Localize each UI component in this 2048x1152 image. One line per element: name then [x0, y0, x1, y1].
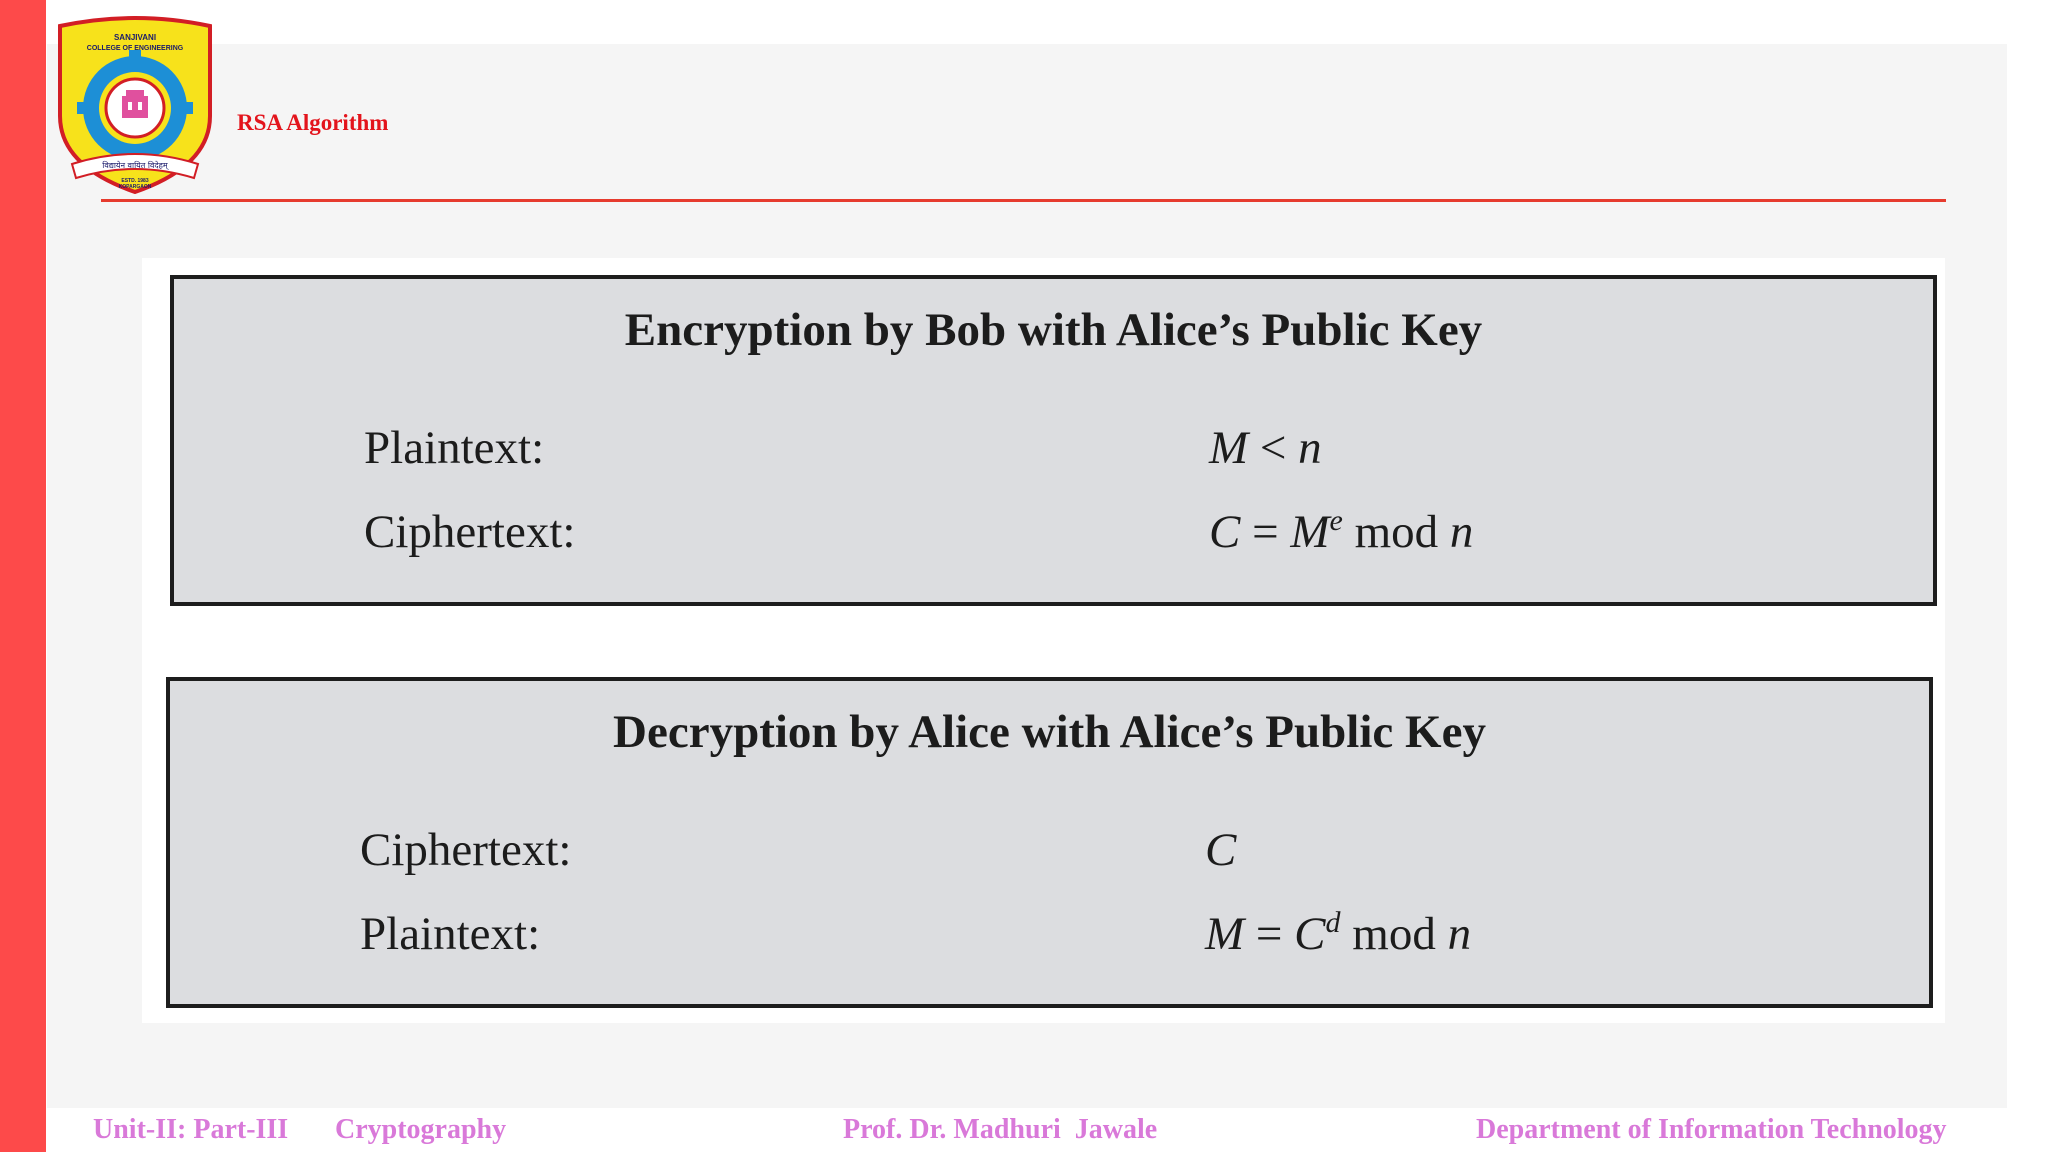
logo-place: KOPARGAON [119, 184, 152, 190]
footer-unit: Unit-II: Part-III [93, 1114, 289, 1145]
logo-college-line1: SANJIVANI [114, 33, 156, 42]
formula-base: C [1294, 908, 1326, 960]
college-crest-logo: SANJIVANI COLLEGE OF ENGINEERING विद्याय… [58, 16, 212, 194]
decryption-plaintext-formula: M = Cd mod n [1205, 907, 1471, 961]
encryption-box: Encryption by Bob with Alice’s Public Ke… [170, 275, 1937, 606]
formula-modulus: n [1447, 908, 1472, 960]
formula-var: M [1205, 908, 1245, 960]
formula-modulus: n [1449, 506, 1474, 558]
formula-op: = [1244, 908, 1295, 960]
formula-var: C [1205, 824, 1237, 876]
encryption-ciphertext-formula: C = Me mod n [1209, 505, 1473, 559]
footer-subject: Cryptography [335, 1114, 507, 1145]
footer-department: Department of Information Technology [1476, 1114, 1947, 1145]
formula-var: M [1209, 422, 1249, 474]
formula-exponent: d [1325, 906, 1341, 939]
formula-mod: mod [1340, 908, 1448, 960]
decryption-ciphertext-label: Ciphertext: [360, 824, 572, 876]
decryption-plaintext-label: Plaintext: [360, 908, 541, 960]
slide-title: RSA Algorithm [237, 110, 389, 135]
formula-rhs: n [1298, 422, 1322, 474]
formula-op: = [1240, 506, 1291, 558]
logo-college-line2: COLLEGE OF ENGINEERING [87, 45, 184, 52]
encryption-plaintext-label: Plaintext: [364, 422, 545, 474]
footer-professor: Prof. Dr. Madhuri Jawale [843, 1114, 1158, 1145]
encryption-ciphertext-label: Ciphertext: [364, 506, 576, 558]
logo-estd: ESTD. 1983 [121, 178, 148, 184]
formula-base: M [1290, 506, 1330, 558]
formula-mod: mod [1342, 506, 1450, 558]
decryption-heading: Decryption by Alice with Alice’s Public … [613, 706, 1486, 758]
encryption-plaintext-formula: M < n [1209, 421, 1322, 475]
decryption-box: Decryption by Alice with Alice’s Public … [166, 677, 1933, 1008]
decryption-ciphertext-formula: C [1205, 823, 1236, 877]
left-accent-bar [0, 0, 46, 1152]
formula-op: < [1248, 422, 1299, 474]
formula-exponent: e [1329, 504, 1343, 537]
encryption-heading: Encryption by Bob with Alice’s Public Ke… [624, 304, 1483, 356]
logo-motto: विद्यायेन वायित विदेहम् [102, 160, 169, 171]
title-divider [101, 199, 1946, 202]
formula-var: C [1209, 506, 1241, 558]
